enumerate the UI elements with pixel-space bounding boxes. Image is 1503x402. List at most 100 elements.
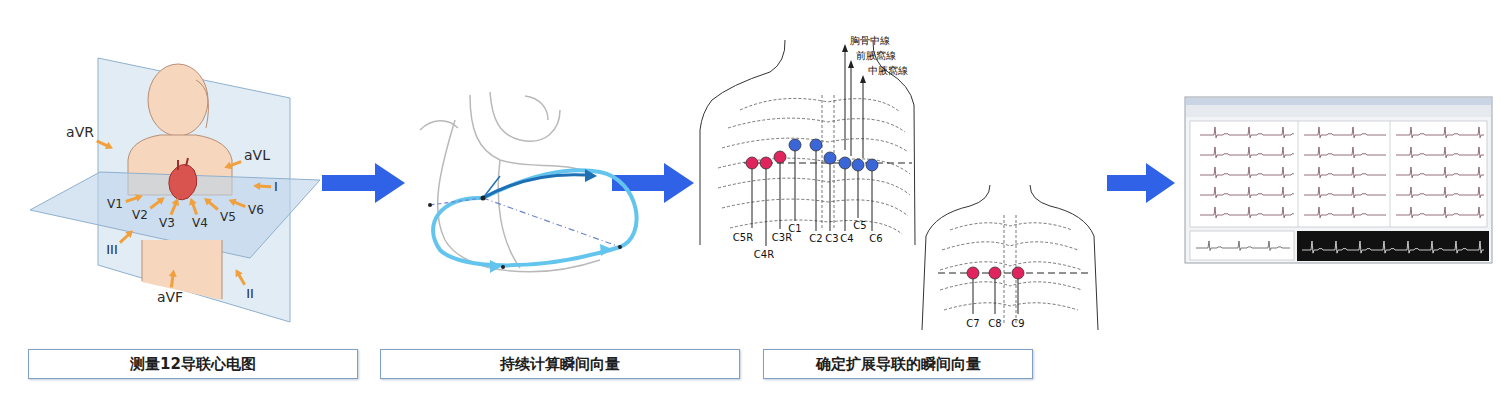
ecg-trace [1396, 167, 1484, 178]
electrodes [746, 139, 878, 171]
electrode-name: C5R [733, 232, 753, 243]
vector-loop [433, 170, 637, 265]
ecg-trace [1200, 187, 1294, 198]
lead-arrowhead [125, 230, 133, 238]
lead-arrowhead [157, 197, 165, 204]
ecg-trace [1200, 167, 1294, 178]
ecg-trace [1304, 147, 1386, 158]
line-arrowhead [848, 60, 854, 68]
lead-name: I [274, 180, 278, 194]
screenshot-divider [1390, 121, 1391, 227]
caption-text: 持续计算瞬间向量 [500, 355, 620, 374]
chest-outline [700, 40, 915, 245]
flow-arrow [1107, 163, 1175, 203]
heart-vessels [178, 158, 188, 170]
head-contour [196, 80, 208, 128]
electrode-name: C4 [840, 233, 853, 244]
lead-name: aVF [157, 290, 183, 305]
caption-box: 测量12导联心电图 [28, 349, 358, 379]
ecg-trace [1396, 187, 1484, 198]
vector-dash [430, 198, 483, 205]
screenshot-panel [1190, 121, 1487, 227]
reference-lines [845, 46, 863, 158]
electrode-name: C2 [809, 233, 822, 244]
electrode-leaders [752, 150, 872, 246]
lead-name: III [106, 243, 118, 257]
vector-point [428, 203, 432, 207]
screenshot-panel [1190, 231, 1294, 260]
electrode-name: C7 [966, 318, 979, 329]
lead-arrowhead [224, 162, 232, 170]
electrode-name: C4R [754, 249, 774, 260]
vector-arrowhead [585, 169, 597, 182]
lead-name: V5 [220, 211, 236, 224]
electrode-name: C6 [869, 233, 882, 244]
vector-origin [481, 196, 486, 201]
ecg-trace [1302, 241, 1484, 253]
vector-arc [483, 175, 585, 198]
heart-outline [420, 92, 600, 272]
screenshot-window [1185, 97, 1492, 263]
ecg-trace [1196, 241, 1290, 250]
electrode-name: C8 [988, 318, 1001, 329]
electrode-leaders [973, 278, 1018, 314]
flow-arrow [322, 163, 405, 203]
vector-point [618, 245, 622, 249]
back-outline [922, 185, 1098, 330]
electrode-name: C3 [825, 233, 838, 244]
line-arrowhead [842, 44, 848, 52]
vector-dash [483, 198, 620, 247]
lead-name: V2 [132, 209, 148, 222]
electrode-name: C5 [853, 220, 866, 231]
screenshot-monitor [1297, 231, 1489, 261]
head [148, 64, 208, 136]
line-name: 胸骨中線 [850, 35, 890, 46]
screenshot-toolbar [1186, 105, 1491, 117]
lead-arrowhead [229, 199, 237, 206]
lead-arrowhead [204, 198, 212, 206]
lead-name: aVL [244, 148, 270, 163]
electrode-name: C3R [772, 232, 792, 243]
lead-arrowhead [236, 269, 243, 277]
flow-arrow [612, 163, 694, 203]
ecg-trace [1396, 207, 1484, 218]
line-name: 中腋窩線 [868, 65, 908, 76]
lead-arrowhead [253, 182, 260, 190]
lead-name: V3 [159, 217, 175, 230]
vector-point [501, 265, 505, 269]
ecg-trace [1304, 127, 1386, 138]
lead-name: V6 [248, 204, 264, 217]
caption-text: 测量12导联心电图 [130, 355, 256, 374]
lead-name: aVR [66, 125, 94, 140]
ecg-trace [1200, 147, 1294, 158]
heart [169, 164, 197, 199]
line-arrowhead [860, 75, 866, 83]
vector-arrowhead [490, 260, 502, 273]
ecg-trace [1396, 147, 1484, 158]
electrode-name: C9 [1011, 318, 1024, 329]
lead-name: II [246, 287, 254, 301]
caption-box: 确定扩展导联的瞬间向量 [763, 349, 1033, 379]
electrodes [967, 267, 1024, 279]
lead-arrowhead [189, 198, 197, 206]
ecg-trace [1304, 187, 1386, 198]
ecg-trace [1200, 207, 1294, 218]
lead-arrowhead [105, 142, 113, 149]
caption-box: 持续计算瞬间向量 [380, 349, 740, 379]
screenshot-divider [1298, 121, 1299, 227]
caption-text: 确定扩展导联的瞬间向量 [816, 355, 981, 374]
back-ribs [940, 215, 1082, 325]
lead-arrowhead [169, 269, 177, 276]
ecg-trace [1304, 207, 1386, 218]
screenshot-titlebar [1186, 98, 1491, 105]
lead-name: V4 [192, 217, 208, 230]
lead-arrowhead [172, 198, 179, 206]
line-name: 前腋窩線 [856, 50, 896, 61]
ecg-trace [1200, 127, 1294, 138]
ecg-trace [1396, 127, 1484, 138]
lead-arrowhead [135, 194, 143, 202]
vector-arrowhead [600, 244, 612, 256]
ribs [718, 95, 910, 234]
ecg-trace [1304, 167, 1386, 178]
